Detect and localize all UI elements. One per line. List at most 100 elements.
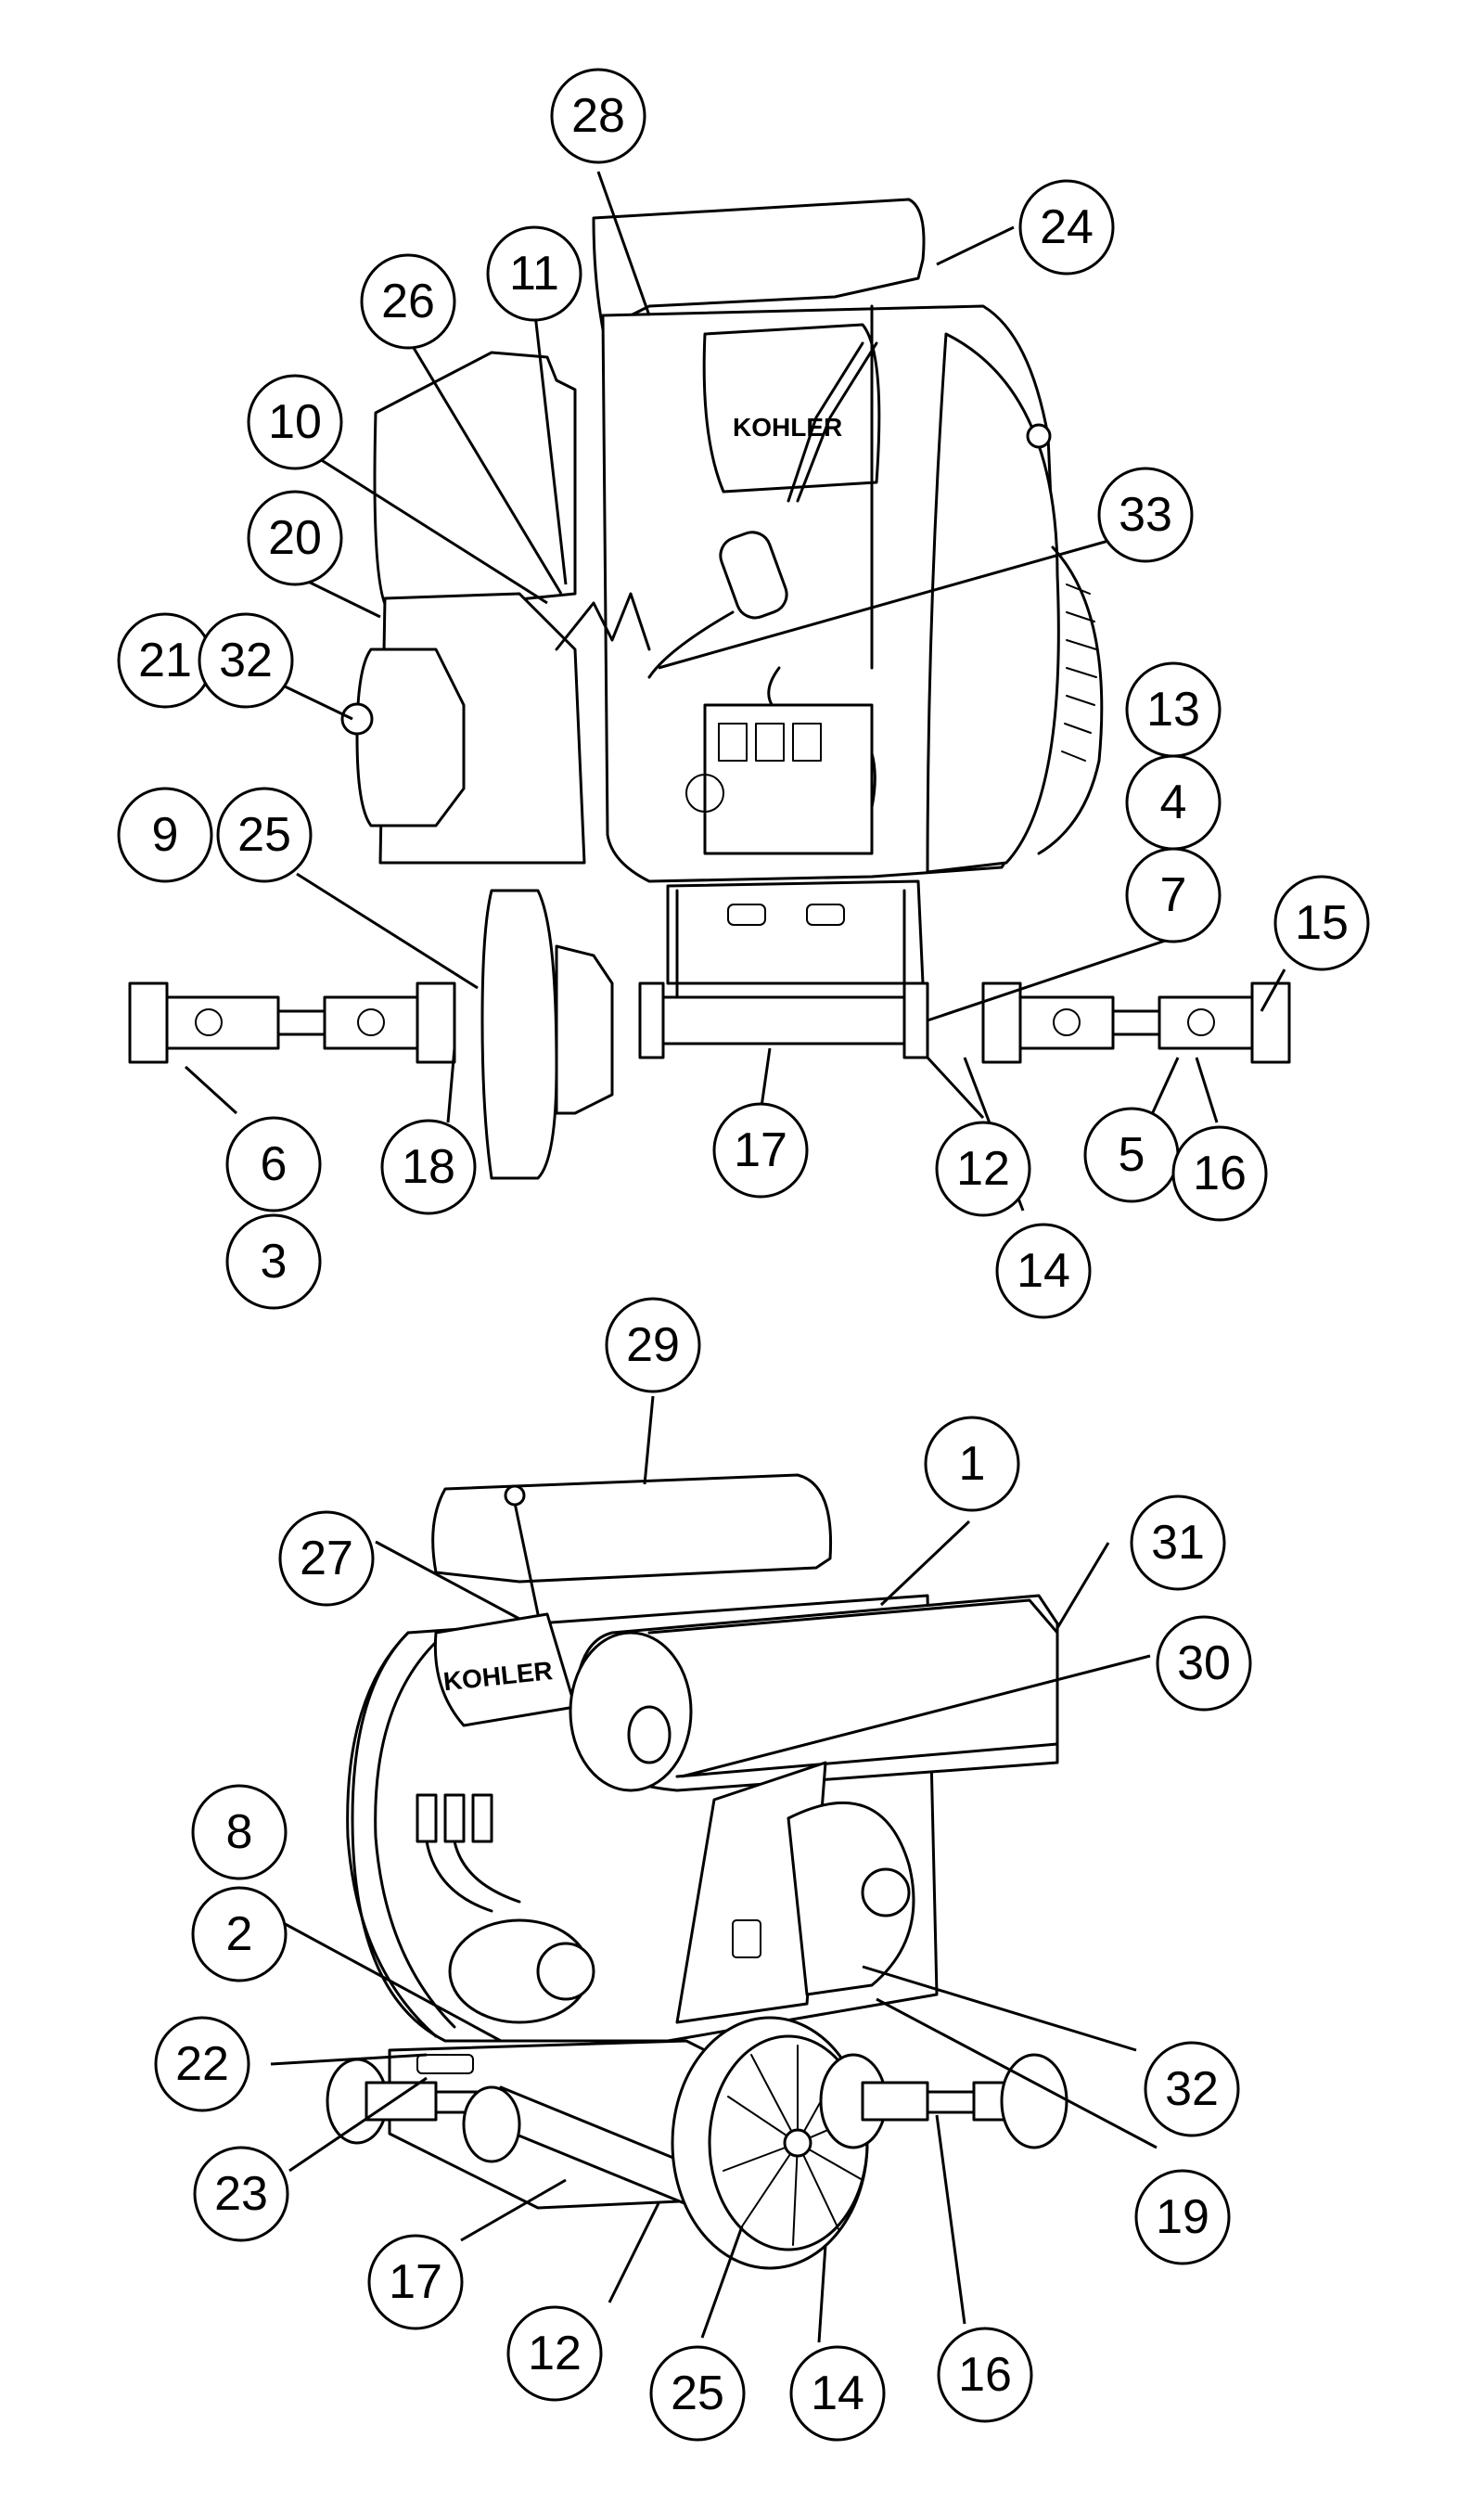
callout-number: 16	[1193, 1147, 1247, 1200]
flywheel-grille	[1037, 545, 1104, 855]
callout-25: 25	[649, 2345, 746, 2442]
callout-circle	[247, 374, 343, 470]
callout-26: 26	[360, 253, 456, 350]
callout-33: 33	[1097, 467, 1194, 563]
callout-circle	[1156, 1615, 1252, 1712]
callout-12: 12	[506, 2305, 603, 2402]
callout-3: 3	[225, 1213, 322, 1310]
bottom-engine-assembly: KOHLER	[326, 1473, 1068, 2270]
callout-number: 16	[958, 2348, 1012, 2402]
callout-circle	[1097, 467, 1194, 563]
callout-23: 23	[193, 2146, 289, 2242]
callout-circle	[1125, 847, 1222, 943]
callout-circle	[225, 1213, 322, 1310]
callout-number: 6	[261, 1137, 288, 1191]
callout-circle	[360, 253, 456, 350]
muffler-end	[569, 1631, 693, 1792]
callout-number: 1	[959, 1437, 986, 1491]
left-driveshaft	[128, 981, 456, 1064]
air-cleaner-cover-rear	[431, 1473, 833, 1584]
callout-number: 14	[811, 2366, 864, 2420]
callout-24: 24	[1018, 179, 1115, 276]
dipstick	[513, 1501, 540, 1616]
callout-15: 15	[1273, 875, 1370, 971]
callout-17: 17	[367, 2234, 464, 2330]
callout-circle	[924, 1416, 1020, 1512]
callout-30: 30	[1156, 1615, 1252, 1712]
callout-16: 16	[937, 2327, 1033, 2423]
callout-9: 9	[117, 787, 213, 883]
callout-19: 19	[1134, 2169, 1231, 2265]
callout-16: 16	[1171, 1125, 1268, 1222]
callout-number: 15	[1295, 896, 1349, 950]
right-driveshaft	[981, 981, 1291, 1064]
callout-circle	[1273, 875, 1370, 971]
wheel-hub	[555, 944, 614, 1115]
pulley-nut	[340, 702, 374, 736]
callout-number: 32	[1165, 2062, 1219, 2116]
right-driveshaft-rear	[819, 2053, 1068, 2149]
callout-18: 18	[380, 1119, 477, 1215]
callout-circle	[1125, 661, 1222, 758]
callout-number: 27	[300, 1532, 353, 1585]
callout-circle	[712, 1102, 809, 1199]
callout-circle	[117, 787, 213, 883]
callout-number: 18	[402, 1140, 455, 1194]
air-cleaner-cover	[592, 198, 926, 331]
callout-number: 22	[175, 2037, 229, 2091]
callout-number: 33	[1119, 488, 1172, 542]
callout-number: 10	[268, 395, 322, 449]
callout-number: 14	[1017, 1244, 1070, 1298]
callout-bubbles: 1234567891011121213141415161617171819202…	[117, 68, 1370, 2442]
callout-number: 4	[1160, 776, 1187, 829]
callout-1: 1	[924, 1416, 1020, 1512]
callout-number: 30	[1177, 1636, 1231, 1690]
callout-circle	[216, 787, 313, 883]
callout-number: 25	[237, 808, 291, 862]
valve-cover	[702, 323, 881, 494]
callout-17: 17	[712, 1102, 809, 1199]
callout-10: 10	[247, 374, 343, 470]
callout-number: 29	[626, 1318, 680, 1372]
callout-circle	[191, 1886, 288, 1982]
callout-circle	[486, 225, 582, 322]
callout-5: 5	[1083, 1107, 1180, 1203]
pulley-nut-rear	[861, 1867, 911, 1918]
callout-circle	[605, 1297, 701, 1393]
callout-4: 4	[1125, 754, 1222, 851]
callout-number: 3	[261, 1235, 288, 1289]
callout-number: 24	[1040, 200, 1094, 254]
callout-12: 12	[935, 1121, 1031, 1217]
callout-circle	[193, 2146, 289, 2242]
callout-number: 13	[1146, 683, 1200, 737]
callout-14: 14	[995, 1223, 1092, 1319]
callout-number: 8	[226, 1805, 253, 1859]
callout-13: 13	[1125, 661, 1222, 758]
callout-circle	[789, 2345, 886, 2442]
callout-8: 8	[191, 1784, 288, 1880]
callout-number: 20	[268, 511, 322, 565]
muffler-outlet	[627, 1705, 672, 1764]
callout-number: 19	[1156, 2190, 1209, 2244]
callout-number: 12	[956, 1142, 1010, 1196]
callout-32: 32	[1144, 2041, 1240, 2137]
callout-circle	[937, 2327, 1033, 2423]
callout-circle	[1134, 2169, 1231, 2265]
fuel-tank	[373, 351, 577, 614]
callout-number: 23	[214, 2167, 268, 2221]
callout-11: 11	[486, 225, 582, 322]
callout-27: 27	[278, 1510, 375, 1607]
callout-circle	[1171, 1125, 1268, 1222]
callout-6: 6	[225, 1116, 322, 1212]
callout-7: 7	[1125, 847, 1222, 943]
callout-number: 21	[138, 634, 192, 687]
ignition-switch	[1026, 423, 1052, 449]
callout-circle	[1018, 179, 1115, 276]
engine-mount-bracket	[666, 879, 925, 985]
callout-circle	[191, 1784, 288, 1880]
callout-circle	[935, 1121, 1031, 1217]
muffler-heat-shield	[647, 1598, 1059, 1778]
callout-number: 9	[152, 808, 179, 862]
callout-circle	[278, 1510, 375, 1607]
